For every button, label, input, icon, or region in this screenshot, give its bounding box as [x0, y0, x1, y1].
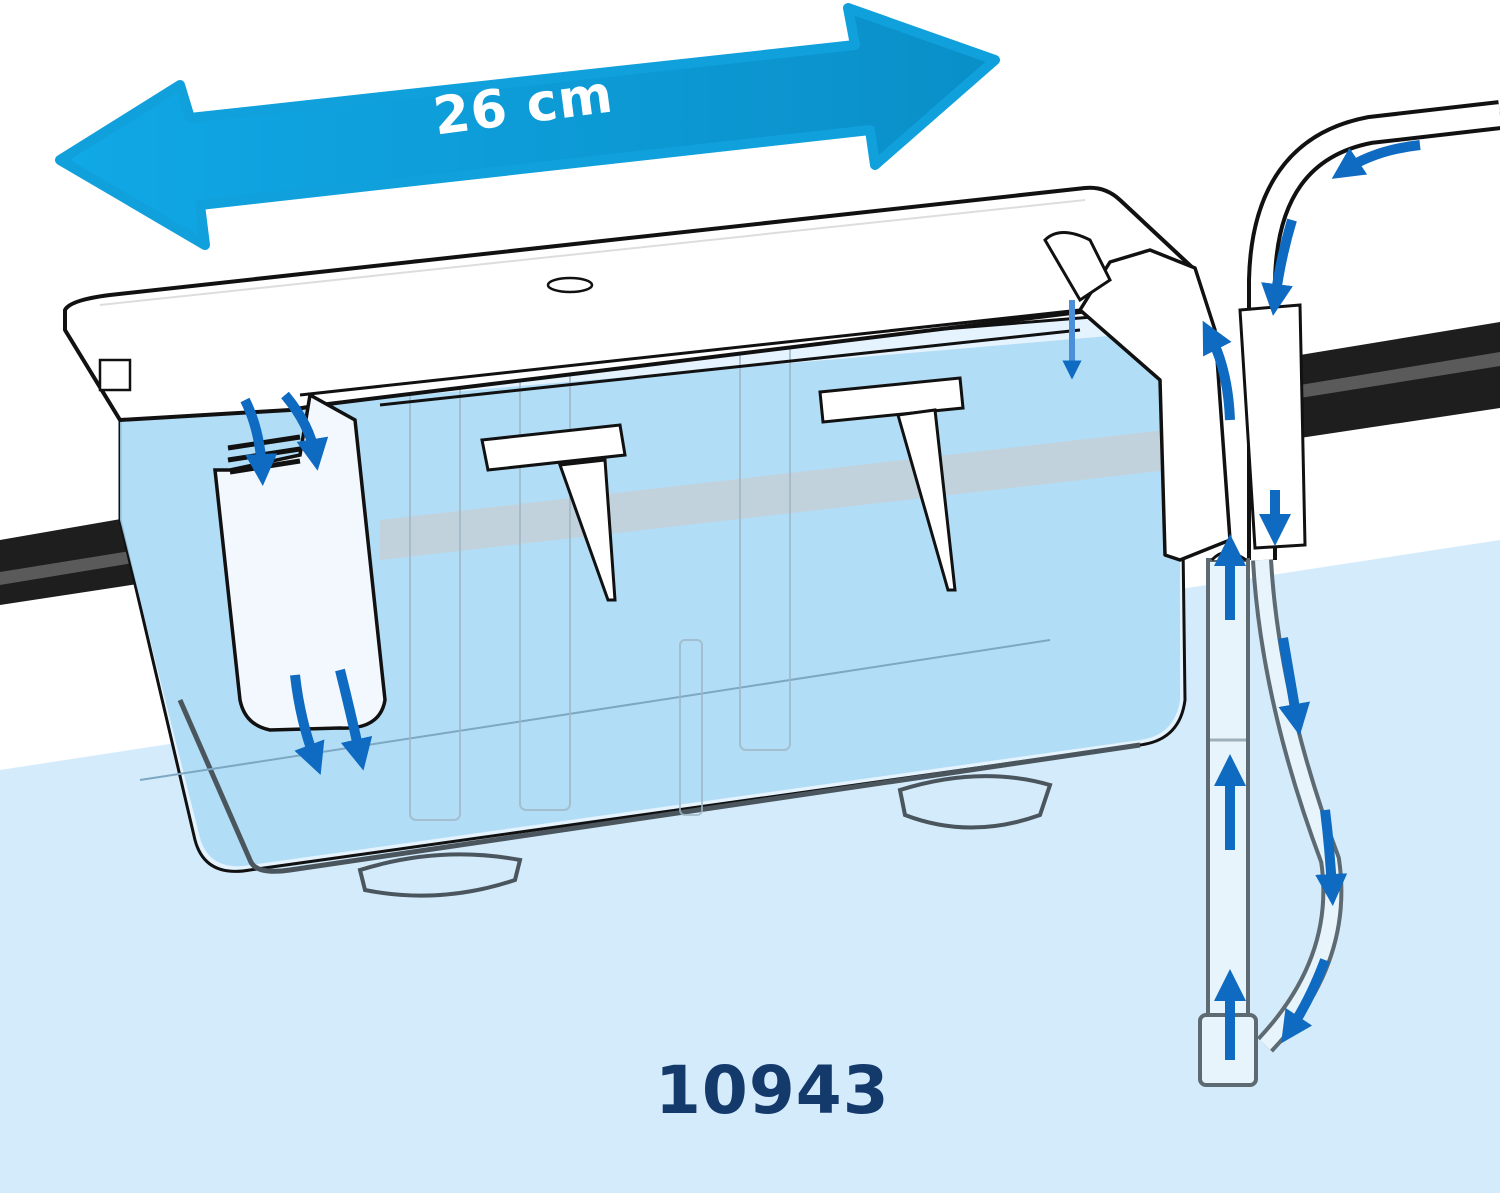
arrow-left-icon: [1331, 140, 1421, 179]
arrow-down-icon: [335, 668, 373, 771]
arrow-down-icon: [1281, 958, 1330, 1044]
arrow-down-icon: [290, 674, 325, 775]
arrow-down-icon: [1315, 809, 1348, 906]
feeding-hole: [546, 276, 594, 294]
suction-cups: [357, 774, 1053, 898]
model-code: 10943: [655, 1052, 890, 1129]
divider-handles: [480, 376, 965, 602]
flow-arrows: [240, 140, 1421, 1060]
arrow-down-icon: [281, 391, 329, 471]
arrow-down-icon: [240, 397, 278, 486]
dimension-arrow: [55, 3, 1000, 250]
intake-housing: [1043, 231, 1232, 562]
arrow-down-icon: [1261, 218, 1297, 316]
arrow-down-icon: [1278, 637, 1311, 736]
lid: [63, 185, 1197, 422]
arrow-up-icon: [1202, 320, 1235, 421]
